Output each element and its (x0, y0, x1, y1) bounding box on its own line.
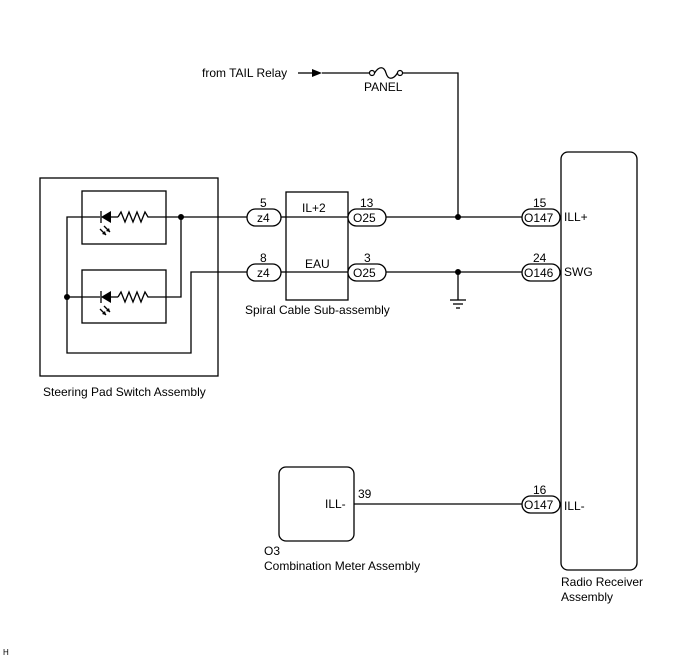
corner-mark: H (3, 648, 9, 657)
junction-dot (178, 214, 184, 220)
spiral-cable-box (285, 191, 349, 301)
resistor-icon (117, 290, 166, 304)
radio-pin-label: SWG (564, 265, 593, 279)
steering-pad-label: Steering Pad Switch Assembly (43, 385, 206, 399)
pin-number: 13 (360, 196, 374, 210)
pin-number: 24 (533, 251, 547, 265)
pin-number: 16 (533, 483, 547, 497)
meter-code: O3 (264, 544, 280, 558)
connector-label: O147 (524, 498, 554, 512)
led-icon (82, 211, 118, 236)
radio-receiver-box (560, 151, 638, 571)
connector-label: O147 (524, 211, 554, 225)
junction-dot (64, 294, 70, 300)
led-icon (82, 291, 118, 316)
meter-pin-label: ILL- (325, 497, 346, 511)
pin-number: 39 (358, 487, 372, 501)
radio-pin-label: ILL- (564, 499, 585, 513)
connector-label: O25 (353, 211, 376, 225)
connector-label: O146 (524, 266, 554, 280)
connector-o147-top (521, 208, 561, 227)
wire-inner-left-loop (66, 216, 247, 354)
wire-fuse-down (402, 72, 459, 217)
ground-icon (450, 272, 466, 309)
source-label: from TAIL Relay (202, 66, 287, 80)
wire-inner-right (166, 217, 182, 298)
junction-dot (455, 214, 461, 220)
signal-label: IL+2 (302, 201, 326, 215)
pin-number: 8 (260, 251, 267, 265)
pin-number: 5 (260, 196, 267, 210)
resistor-icon (117, 210, 166, 224)
radio-receiver-label: Assembly (561, 590, 613, 604)
source-arrow (298, 69, 322, 77)
connector-label: z4 (257, 266, 270, 280)
radio-pin-label: ILL+ (564, 210, 588, 224)
connector-label: O25 (353, 266, 376, 280)
signal-label: EAU (305, 257, 330, 271)
radio-receiver-label: Radio Receiver (561, 575, 643, 589)
spiral-cable-label: Spiral Cable Sub-assembly (245, 303, 390, 317)
pin-number: 3 (364, 251, 371, 265)
connector-o146 (521, 263, 561, 282)
meter-label: Combination Meter Assembly (264, 559, 420, 573)
pin-number: 15 (533, 196, 547, 210)
fuse-symbol (368, 67, 404, 79)
fuse-label: PANEL (364, 80, 403, 94)
connector-label: z4 (257, 211, 270, 225)
